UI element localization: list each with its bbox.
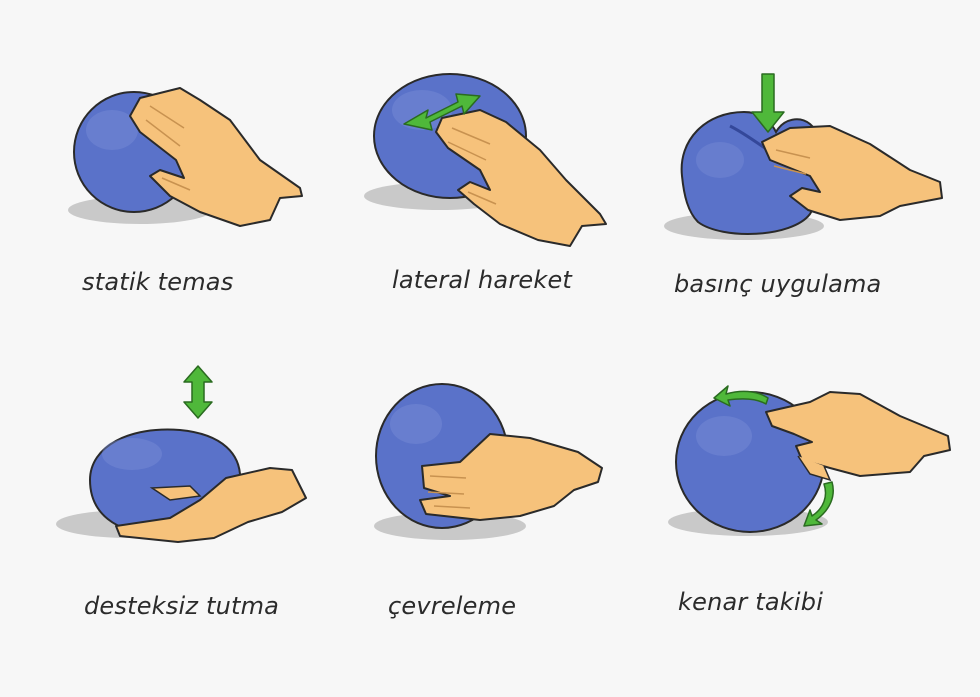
double-arrow-vertical-icon	[184, 366, 212, 418]
caption-lateral-motion: lateral hareket	[392, 266, 572, 294]
panel-pressure: basınç uygulama	[660, 0, 980, 320]
caption-pressure: basınç uygulama	[674, 270, 881, 298]
caption-enclosure: çevreleme	[388, 592, 516, 620]
caption-contour-following: kenar takibi	[678, 588, 823, 616]
caption-static-contact: statik temas	[82, 268, 233, 296]
panel-static-contact: statik temas	[0, 0, 330, 320]
caption-unsupported-holding: desteksiz tutma	[84, 592, 279, 620]
panel-enclosure: çevreleme	[330, 350, 660, 697]
hand-enclosing-ball-icon	[330, 350, 660, 697]
panel-contour-following: kenar takibi	[660, 350, 980, 697]
panel-lateral-motion: lateral hareket	[330, 0, 660, 320]
panel-unsupported-holding: desteksiz tutma	[0, 350, 330, 697]
hand-following-contour-icon	[660, 350, 980, 697]
hand-holding-ball-icon	[0, 350, 330, 697]
